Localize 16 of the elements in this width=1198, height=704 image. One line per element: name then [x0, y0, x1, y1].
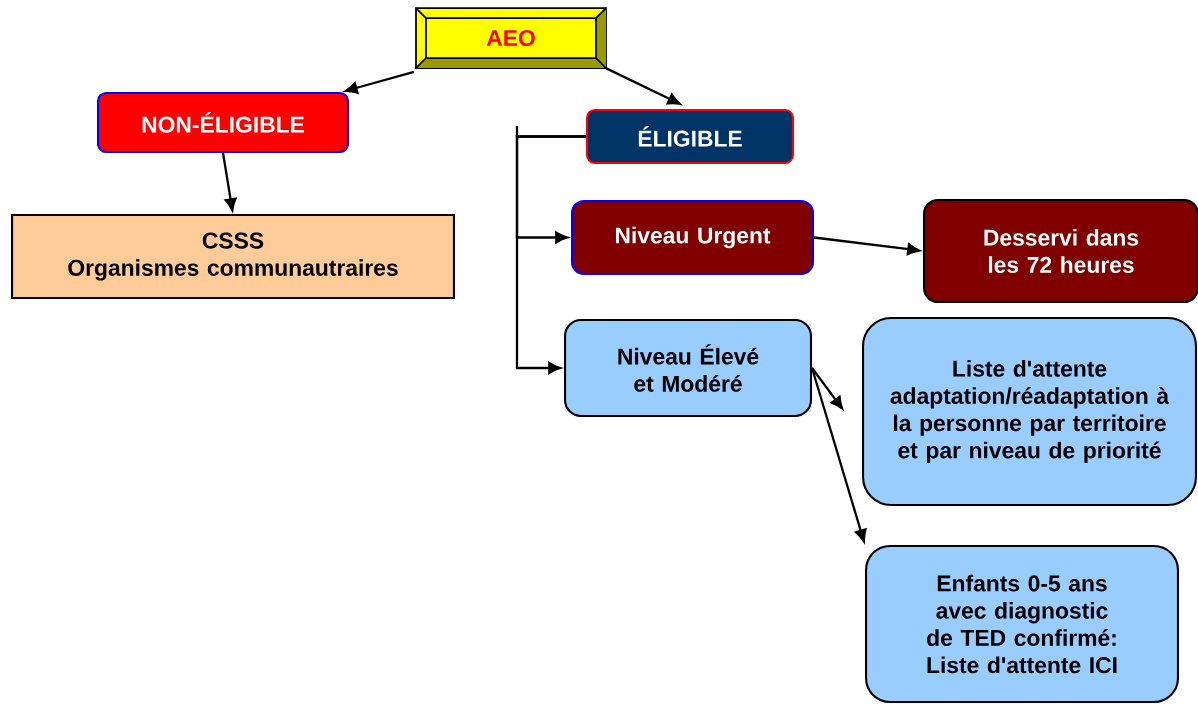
- arrow: [810, 367, 867, 543]
- result-box: Desservi dans les 72 heures: [922, 198, 1198, 304]
- result-box: Enfants 0-5 ans avec diagnostic de TED confirmé: Liste d'attente ICI: [865, 544, 1180, 704]
- result-box: Liste d'attente adaptation/réadaptation à la personne par territoire et par niveau de priorité: [862, 316, 1198, 507]
- arrow: [515, 135, 586, 374]
- arrow: [221, 152, 237, 212]
- priority-box: Niveau Élevé et Modéré: [563, 318, 813, 418]
- category-box: ÉLIGIBLE: [585, 108, 795, 165]
- service-box: CSSS Organismes communautraires: [11, 213, 455, 300]
- arrow: [344, 70, 415, 94]
- priority-box: Niveau Urgent: [570, 199, 815, 276]
- arrow: [813, 236, 921, 256]
- arrow: [605, 67, 681, 105]
- bevel-box: AEO: [415, 7, 607, 69]
- arrow: [811, 367, 844, 410]
- category-box: NON-ÉLIGIBLE: [96, 91, 350, 154]
